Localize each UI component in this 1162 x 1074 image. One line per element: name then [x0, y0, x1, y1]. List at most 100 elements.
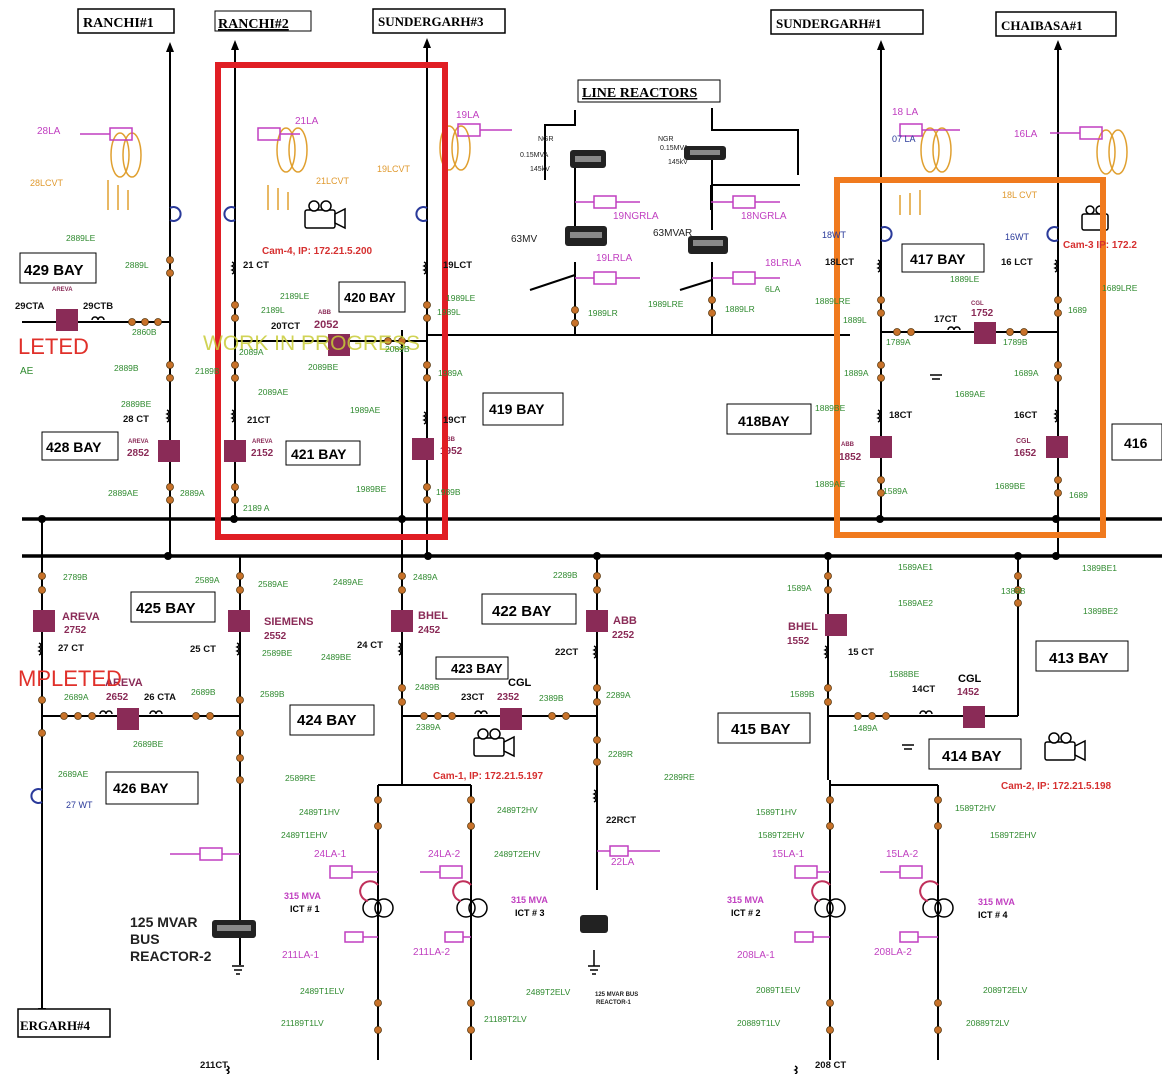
label-green-76: 1889AE: [815, 479, 846, 489]
label-dark-21: 17CT: [934, 314, 957, 325]
label-green-30: 2189 A: [243, 503, 270, 513]
svg-text:REACTOR-1: REACTOR-1: [596, 1000, 632, 1006]
svg-text:419 BAY: 419 BAY: [489, 401, 545, 417]
breaker-2652: [117, 708, 139, 730]
label-dark-16: 14CT: [912, 684, 935, 695]
label-green-0: 2889LE: [66, 233, 96, 243]
label-green-2: 2889B: [114, 363, 139, 373]
label-dark-17: 18LCT: [825, 257, 854, 268]
line-reactors-title: LINE REACTORS: [582, 86, 697, 101]
label-magenta-13: 15LA-1: [772, 849, 805, 860]
lightning-arresters: [80, 123, 1103, 943]
svg-text:125 MVAR: 125 MVAR: [130, 914, 197, 930]
svg-text:63MVAR: 63MVAR: [653, 228, 692, 239]
label-dark-2: 21CT: [247, 415, 270, 426]
svg-text:425 BAY: 425 BAY: [136, 600, 196, 617]
svg-text:420 BAY: 420 BAY: [344, 290, 396, 305]
svg-text:BHEL: BHEL: [788, 621, 818, 633]
svg-text:414 BAY: 414 BAY: [942, 748, 1002, 765]
bay-426: 426 BAY: [105, 771, 199, 805]
label-dark-3: 19CT: [443, 415, 466, 426]
svg-text:1552: 1552: [787, 636, 810, 647]
feeder-arrows: [38, 38, 1062, 1018]
label-magenta-5: 19NGRLA: [613, 211, 659, 222]
label-green-7: 2789B: [63, 572, 88, 582]
label-green-67: 1589B: [790, 689, 815, 699]
label-green-4: 2889A: [180, 488, 205, 498]
label-green-60: 1589AE1: [898, 562, 933, 572]
label-green-58: 20889T1LV: [737, 1018, 781, 1028]
label-dark-0: 21 CT: [243, 260, 269, 271]
label-green-71: 1889L: [843, 315, 867, 325]
svg-text:418BAY: 418BAY: [738, 413, 790, 429]
label-green-80: 1689BE: [995, 481, 1026, 491]
label-green-19: 2089A: [239, 347, 264, 357]
label-green-26: 1989A: [438, 368, 463, 378]
label-green-55: 1589T2EHV: [990, 830, 1037, 840]
svg-text:426 BAY: 426 BAY: [113, 780, 169, 796]
label-green-46: 2489T1EHV: [281, 830, 328, 840]
bay-418: 418BAY: [726, 403, 812, 435]
label-green-1: 2889L: [125, 260, 149, 270]
label-green-78: 1689A: [1014, 368, 1039, 378]
label-green-5: 2889AE: [108, 488, 139, 498]
svg-text:416: 416: [1124, 435, 1148, 451]
svg-text:315 MVA: 315 MVA: [978, 897, 1015, 907]
bay-416: 416: [1111, 423, 1162, 461]
label-green-50: 21189T1LV: [281, 1018, 324, 1028]
label-dark-13: 22CT: [555, 647, 578, 658]
ict-transformers: [362, 898, 954, 918]
svg-text:CGL: CGL: [971, 301, 984, 307]
label-magenta-11: 211LA-1: [282, 950, 320, 961]
svg-text:422 BAY: 422 BAY: [492, 603, 552, 620]
bay-labels: 429 BAY 428 BAY 420 BAY 421 BAY 419 BAY …: [19, 243, 1162, 805]
svg-text:ICT # 4: ICT # 4: [978, 910, 1008, 920]
svg-text:0.15MVA: 0.15MVA: [520, 152, 549, 159]
reactor-graphics: [212, 146, 728, 938]
label-green-47: 2489T2EHV: [494, 849, 541, 859]
svg-text:2352: 2352: [497, 692, 520, 703]
label-dark-4: 19LCT: [443, 260, 472, 271]
label-green-52: 1589T1HV: [756, 807, 797, 817]
work-in-progress-label: WORK IN PROGRESS: [203, 332, 420, 355]
label-green-32: 2489A: [413, 572, 438, 582]
breaker-2852: [158, 440, 180, 462]
completed-label-bottom: MPLETED: [18, 666, 122, 691]
label-dark-1: 20TCT: [271, 321, 300, 332]
camera-labels: Cam-4, IP: 172.21.5.200 Cam-1, IP: 172.2…: [262, 240, 1137, 792]
label-green-15: 2689AE: [58, 769, 89, 779]
label-magenta-10: 24LA-2: [428, 849, 461, 860]
label-green-44: 2489T1HV: [299, 807, 340, 817]
svg-text:421 BAY: 421 BAY: [291, 446, 347, 462]
breaker-2452: [391, 610, 413, 632]
svg-text:2152: 2152: [251, 448, 274, 459]
feeder-label-sundergarh1: SUNDERGARH#1: [776, 16, 881, 31]
svg-text:429 BAY: 429 BAY: [24, 262, 84, 279]
svg-text:ABB: ABB: [613, 615, 637, 627]
label-dark-9: 26 CTA: [144, 692, 176, 703]
bay-419: 419 BAY: [482, 392, 564, 426]
label-green-48: 2489T1ELV: [300, 986, 345, 996]
svg-text:428 BAY: 428 BAY: [46, 439, 102, 455]
breaker-2352: [500, 708, 522, 730]
label-blue-0: 16WT: [1005, 232, 1030, 242]
label-green-17: 2189L: [261, 305, 285, 315]
label-green-25: 1989L: [437, 307, 461, 317]
circuit-breakers: [33, 309, 1068, 730]
label-green-59: 20889T2LV: [966, 1018, 1010, 1028]
svg-text:NGR: NGR: [658, 136, 674, 143]
ict-labels: 315 MVA ICT # 1 315 MVA ICT # 3 315 MVA …: [284, 891, 1015, 920]
svg-text:1652: 1652: [1014, 448, 1037, 459]
label-green-6: 2860B: [132, 327, 157, 337]
label-green-35: 2389A: [416, 722, 441, 732]
label-dark-23: 208 CT: [815, 1060, 846, 1071]
label-magenta-2: 19LA: [456, 110, 480, 121]
label-magenta-8: 18LRLA: [765, 258, 801, 269]
svg-text:ABB: ABB: [841, 442, 855, 448]
highlight-box-red: [215, 62, 448, 540]
camera-label-cam3: Cam-3 IP: 172.2: [1063, 240, 1137, 251]
label-magenta-17: 22LA: [611, 857, 635, 868]
label-magenta-4: 16LA: [1014, 129, 1038, 140]
label-magenta-12: 211LA-2: [413, 947, 451, 958]
